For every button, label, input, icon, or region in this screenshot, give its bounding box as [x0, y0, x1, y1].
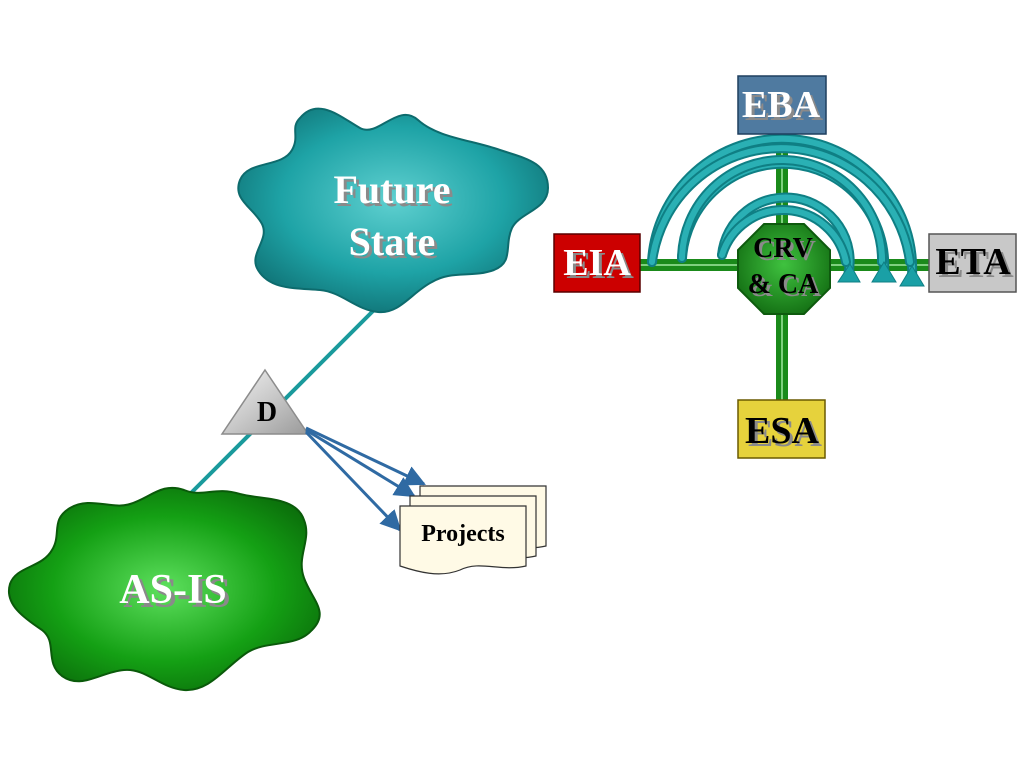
- target-diagram: CRV & CA CRV & CA EBA EBA EIA EIA ETA ET…: [553, 75, 1017, 459]
- delta-to-projects-arrows: [304, 426, 426, 532]
- delta-triangle: D: [220, 368, 310, 435]
- center-label-line1: CRV: [753, 233, 813, 264]
- future-state-shadow-1: Future: [336, 170, 453, 215]
- eta-shadow: ETA: [938, 244, 1014, 286]
- eta-box: ETA ETA: [928, 233, 1017, 293]
- projects-document-stack: Projects: [399, 485, 547, 575]
- as-is-shadow: AS-IS: [123, 571, 230, 617]
- center-label-line2: & CA: [748, 269, 820, 300]
- projects-label: Projects: [421, 521, 505, 547]
- center-shadow-1: CRV: [756, 236, 816, 267]
- eia-shadow: EIA: [566, 245, 634, 287]
- future-state-label-line2: State: [349, 219, 436, 264]
- eia-label: EIA: [563, 242, 631, 284]
- center-octagon: CRV & CA CRV & CA: [737, 223, 831, 315]
- as-is-label: AS-IS: [119, 567, 226, 613]
- eia-box: EIA EIA: [553, 233, 641, 293]
- ring-arrowheads: [837, 261, 925, 287]
- esa-label: ESA: [745, 410, 819, 452]
- future-state-cloud: Future State Future State: [237, 107, 550, 314]
- eba-label: EBA: [742, 84, 821, 126]
- esa-box: ESA ESA: [737, 399, 826, 459]
- eta-label: ETA: [935, 241, 1011, 283]
- as-is-cloud: AS-IS AS-IS: [7, 486, 321, 692]
- future-state-label-line1: Future: [333, 167, 450, 212]
- esa-shadow: ESA: [748, 413, 822, 455]
- future-state-shadow-2: State: [352, 222, 439, 267]
- center-shadow-2: & CA: [751, 272, 823, 303]
- eba-box: EBA EBA: [737, 75, 827, 135]
- delta-label: D: [257, 397, 277, 428]
- target-rings: [647, 133, 918, 281]
- eba-shadow: EBA: [745, 87, 824, 129]
